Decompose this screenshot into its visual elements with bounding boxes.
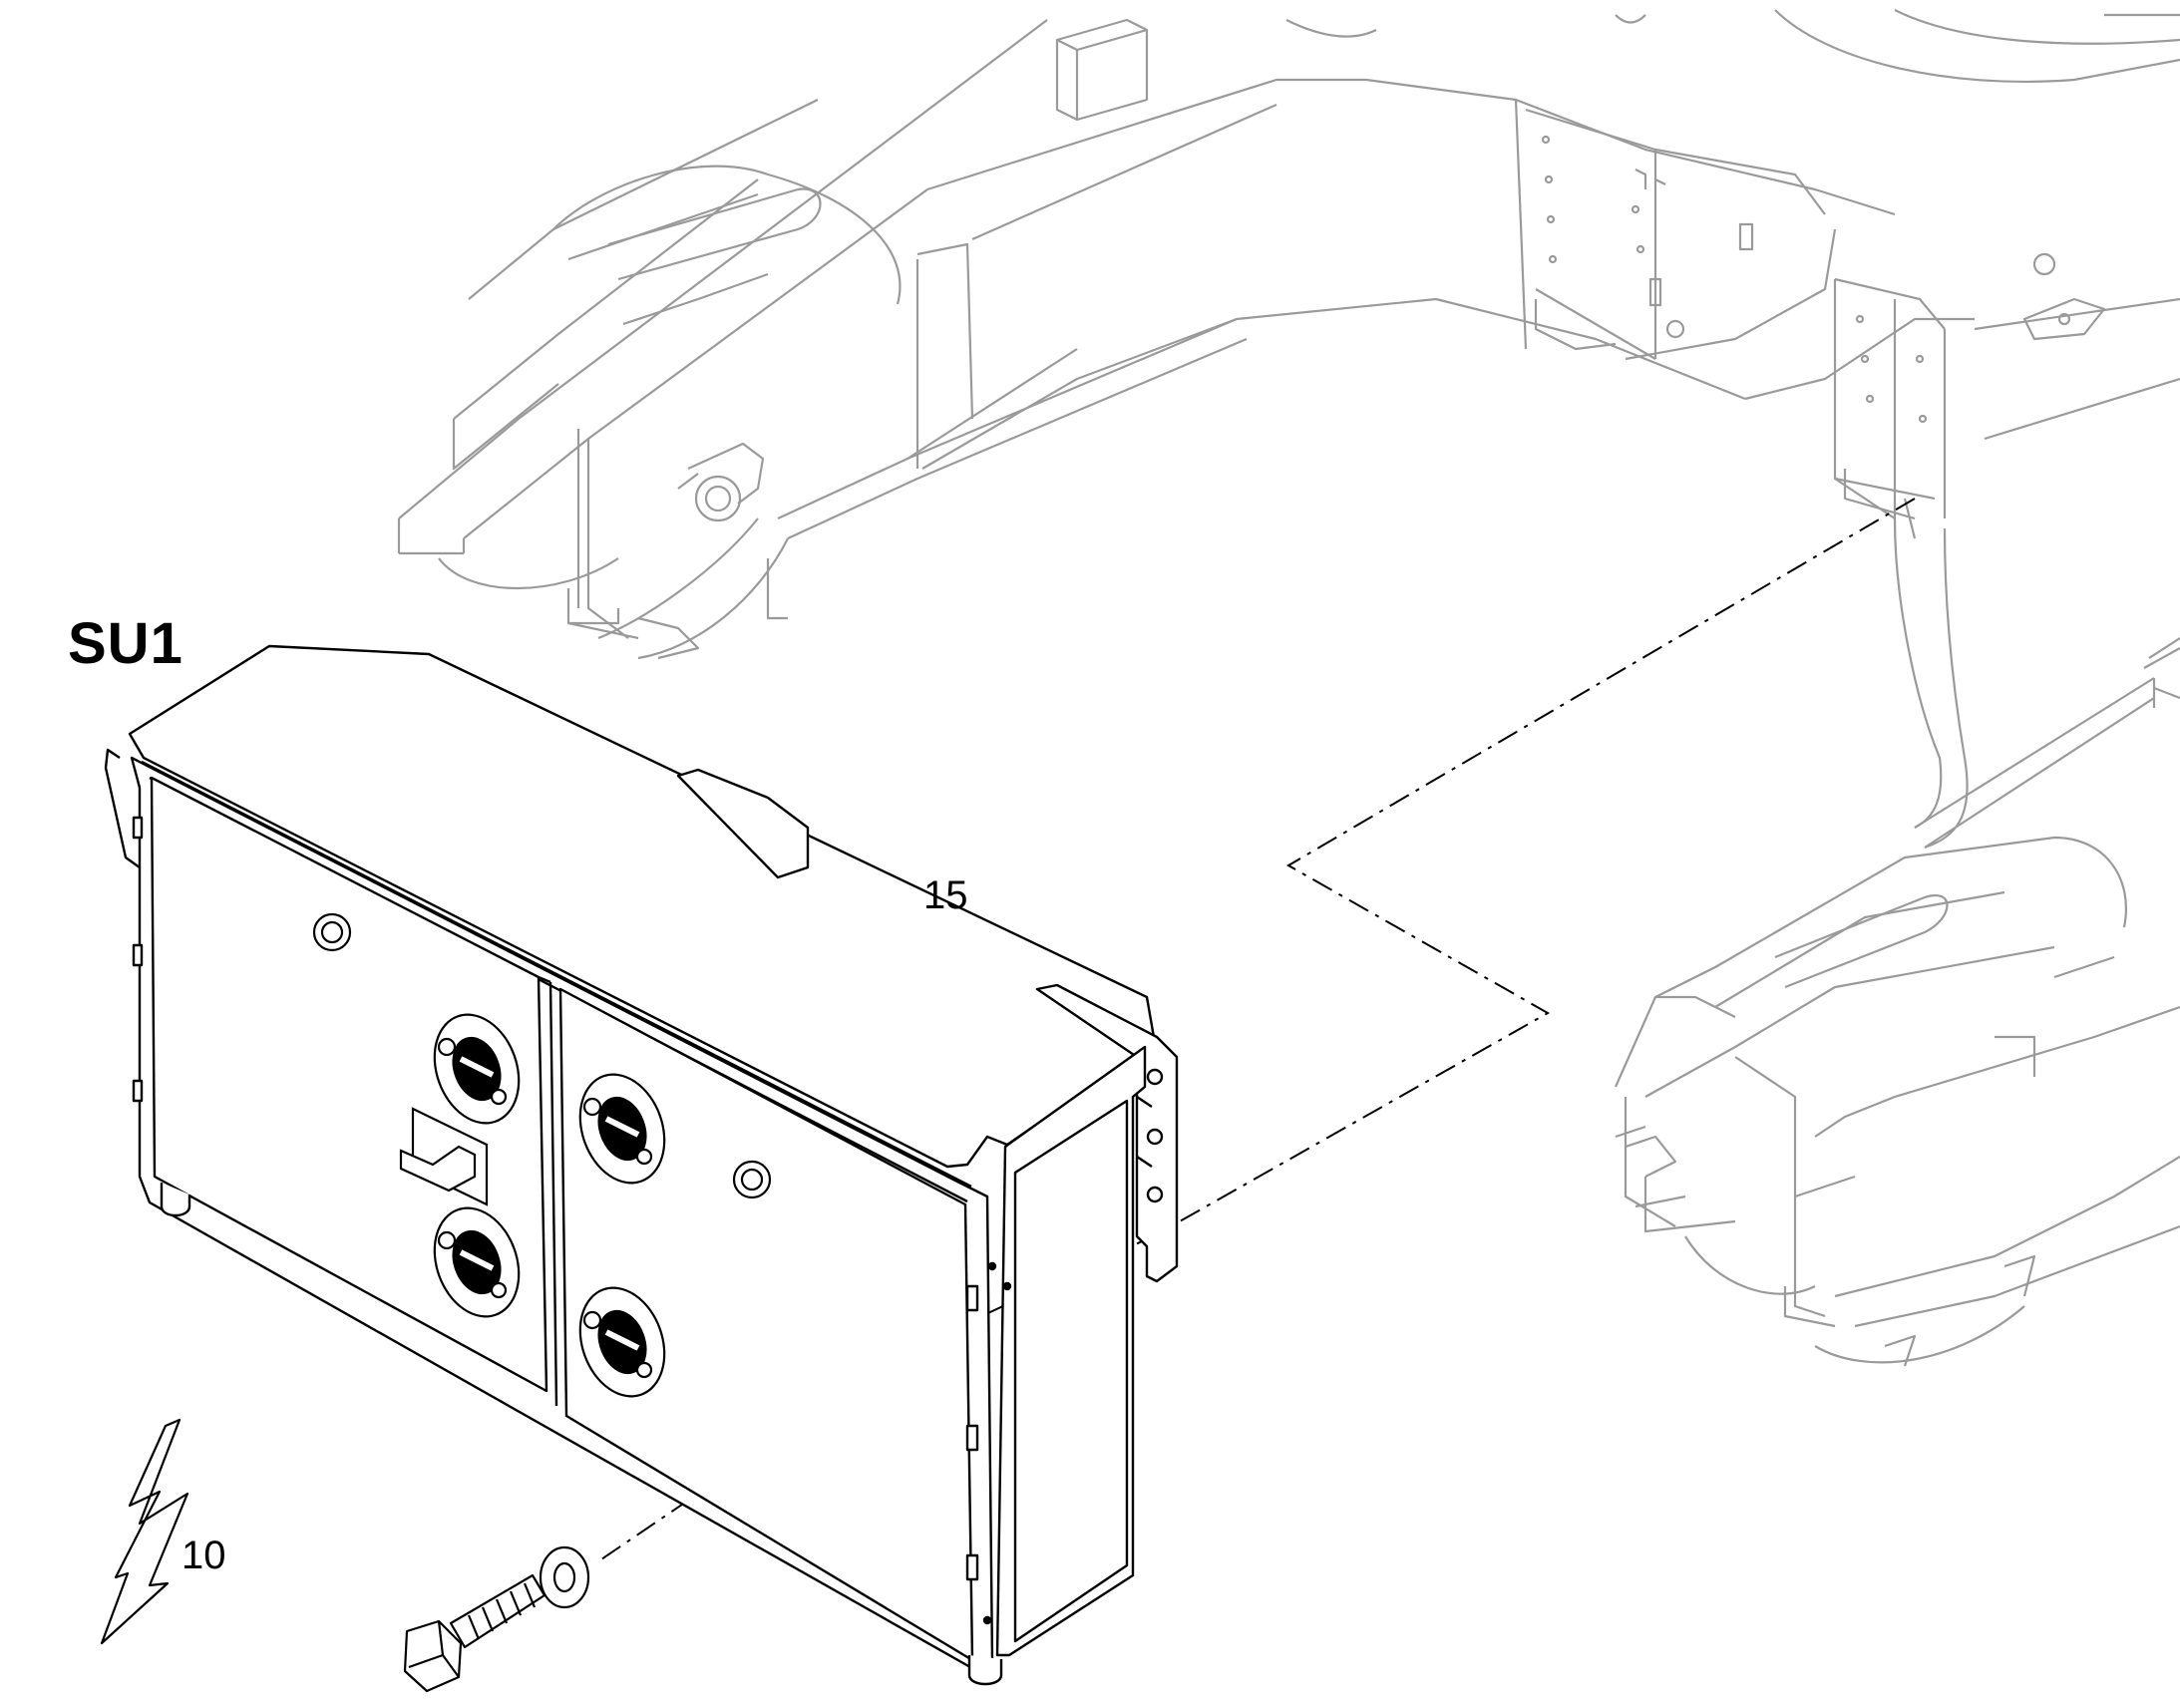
- bolt-shank: [449, 1573, 546, 1649]
- track-frame-right: [1614, 836, 2180, 1367]
- bolt-and-washer: [403, 1545, 590, 1693]
- bolt-head: [403, 1619, 463, 1693]
- lightning-arrow-icon: [100, 1418, 189, 1645]
- door-latch-icon: [433, 1206, 521, 1318]
- callout-item-15: 15: [923, 873, 968, 917]
- assembly-label: SU1: [68, 611, 183, 676]
- main-switch-icon: [399, 1107, 489, 1206]
- door-latch-icon: [433, 1013, 521, 1125]
- callout-item-10: 10: [182, 1534, 226, 1577]
- door-latch-icon: [578, 1073, 666, 1185]
- door-latch-icon: [578, 1286, 666, 1398]
- carbody-frame: [397, 9, 2180, 850]
- cabinet-side-face: [995, 1045, 1147, 1657]
- door-hardware: [312, 912, 772, 1398]
- rear-bracket: [676, 768, 810, 879]
